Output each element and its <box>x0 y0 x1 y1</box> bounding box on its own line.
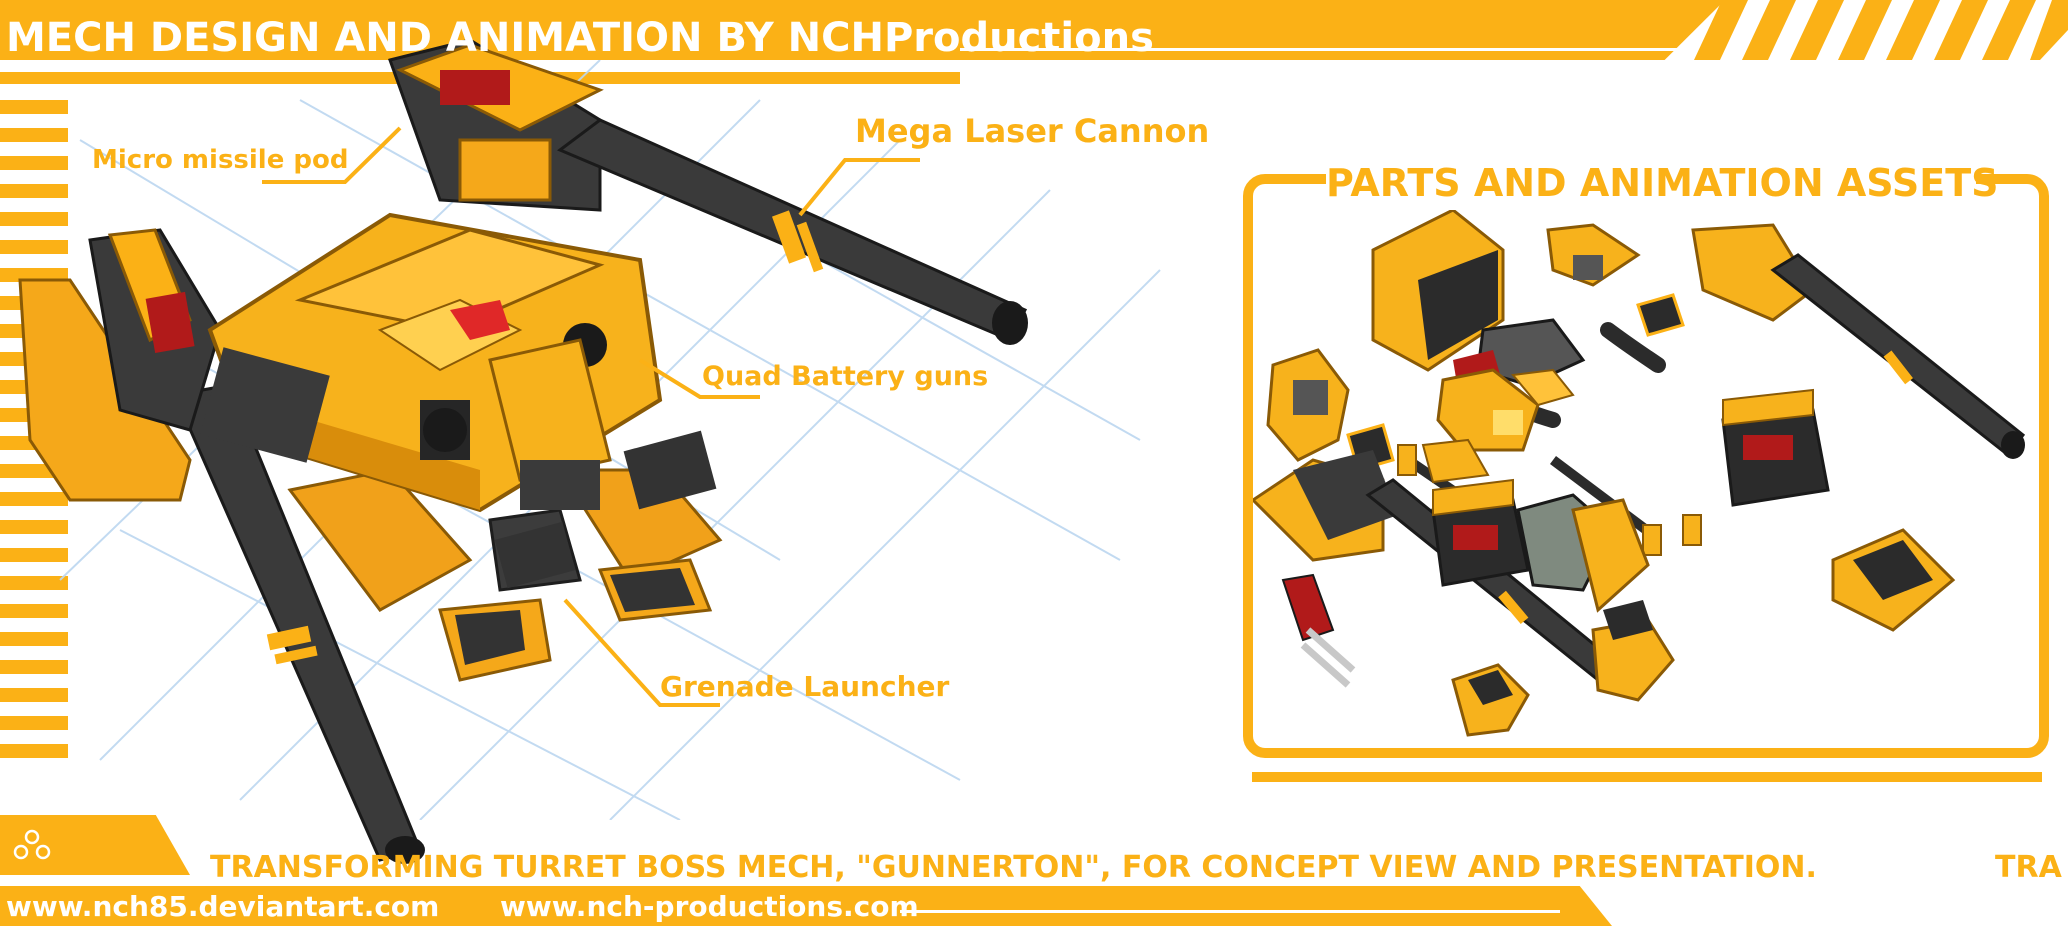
footer-url-website[interactable]: www.nch-productions.com <box>500 890 919 923</box>
header-band-line <box>0 60 1700 66</box>
mech-body <box>200 212 717 589</box>
header-subline <box>960 48 1700 51</box>
footer-band <box>0 886 1612 926</box>
callout-lines <box>262 126 920 707</box>
callout-missile-pod: Micro missile pod <box>92 145 349 175</box>
assets-panel-underline <box>1252 772 2042 782</box>
callout-laser-cannon: Mega Laser Cannon <box>855 112 1210 150</box>
mech-illustration <box>18 38 1028 864</box>
left-cannon <box>18 228 425 864</box>
mech-legs <box>287 468 723 682</box>
footer-url-deviantart[interactable]: www.nch85.deviantart.com <box>6 890 440 923</box>
assets-panel-title: PARTS AND ANIMATION ASSETS <box>1326 160 1999 206</box>
footer-band-line <box>900 910 1560 913</box>
header-stripes <box>1694 0 2068 60</box>
logo-circles <box>12 828 52 862</box>
bottom-left-block <box>0 815 190 875</box>
assets-panel-parts <box>1253 210 2026 737</box>
footer-tagline-repeat: TRA <box>1995 850 2062 885</box>
callout-battery-guns: Quad Battery guns <box>702 361 989 392</box>
top-cannon <box>388 38 1028 345</box>
footer-tagline: TRANSFORMING TURRET BOSS MECH, "GUNNERTO… <box>210 850 1817 885</box>
callout-grenade-launcher: Grenade Launcher <box>660 670 950 703</box>
page-title: MECH DESIGN AND ANIMATION BY NCHProducti… <box>6 15 1154 61</box>
circles-icon <box>13 829 51 860</box>
